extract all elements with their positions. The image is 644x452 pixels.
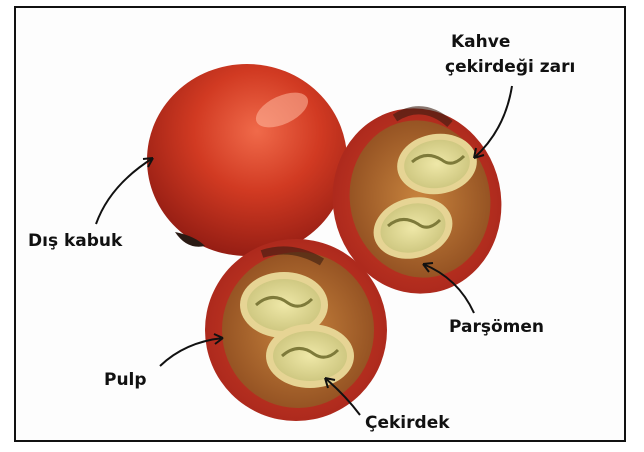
- label-cekirdek: Çekirdek: [365, 413, 450, 433]
- label-parsomen: Parşömen: [449, 317, 544, 337]
- arrow-dis-kabuk: [96, 158, 153, 224]
- whole-cherry: [147, 64, 347, 256]
- label-dis-kabuk: Dış kabuk: [28, 231, 122, 251]
- cut-cherry-front: [205, 239, 387, 421]
- label-pulp: Pulp: [104, 370, 147, 390]
- label-kahve-line2: çekirdeği zarı: [445, 57, 621, 77]
- label-kahve-line1: Kahve: [451, 32, 621, 52]
- label-kahve-cekirdegi-zari: Kahve çekirdeği zarı: [451, 32, 621, 77]
